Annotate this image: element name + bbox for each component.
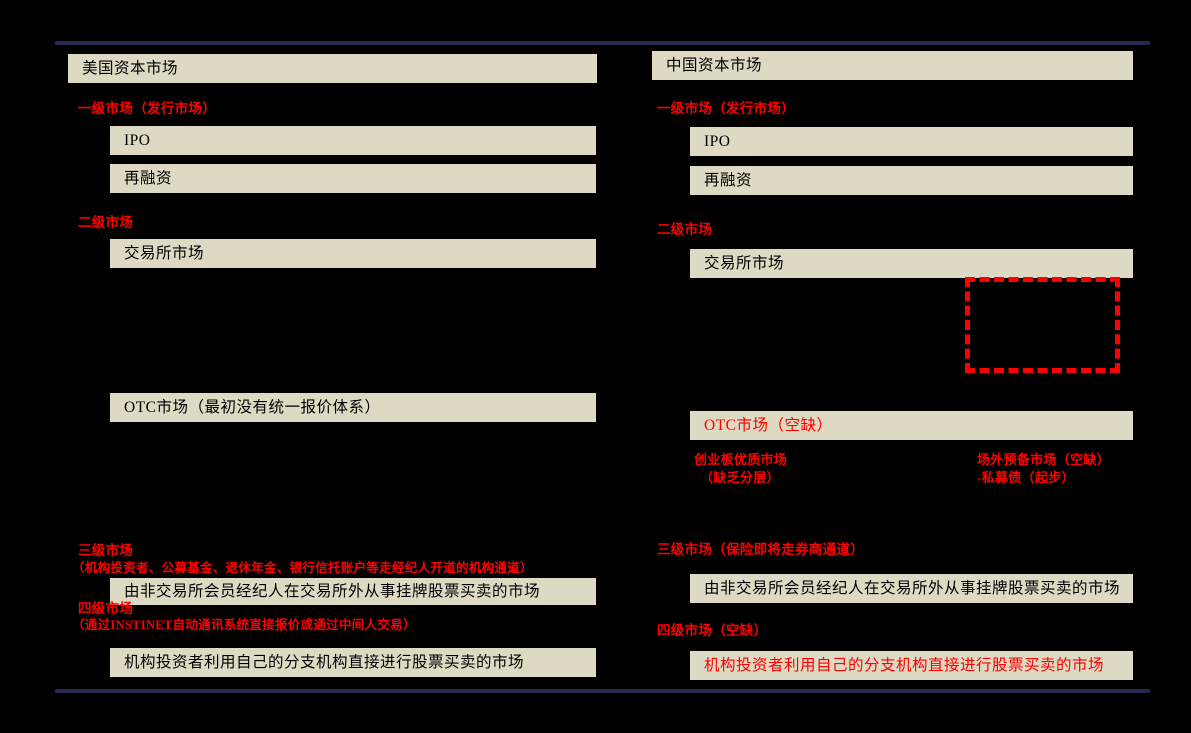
us-third-market-label: 三级市场: [78, 543, 134, 558]
cn-secondary-market-label: 二级市场: [657, 222, 713, 237]
us-third-market-sublabel: （机构投资者、公募基金、退休年金、银行信托账户等走经纪人开道的机构通道）: [72, 561, 533, 575]
us-column-header: 美国资本市场: [68, 54, 597, 83]
us-fourth-market-label: 四级市场: [78, 601, 134, 616]
us-third-market-box: 由非交易所会员经纪人在交易所外从事挂牌股票买卖的市场: [110, 578, 596, 605]
us-fourth-market-box: 机构投资者利用自己的分支机构直接进行股票买卖的市场: [110, 648, 596, 677]
cn-fourth-market-label: 四级市场（空缺）: [657, 623, 768, 638]
us-otc-market-box: OTC市场（最初没有统一报价体系）: [110, 393, 596, 422]
cn-third-market-box: 由非交易所会员经纪人在交易所外从事挂牌股票买卖的市场: [690, 574, 1133, 603]
cn-note-growth-board-line2: （缺乏分层）: [700, 470, 780, 485]
bottom-divider-rule: [55, 689, 1150, 693]
us-secondary-market-label: 二级市场: [78, 215, 134, 230]
cn-third-market-label: 三级市场（保险即将走券商通道）: [657, 542, 864, 557]
us-ipo-box: IPO: [110, 126, 596, 155]
cn-primary-market-label: 一级市场（发行市场）: [657, 101, 795, 116]
us-exchange-market-box: 交易所市场: [110, 239, 596, 268]
cn-column-header: 中国资本市场: [652, 51, 1133, 80]
cn-gap-callout-box: [965, 277, 1120, 373]
top-divider-rule: [55, 41, 1150, 45]
cn-exchange-market-box: 交易所市场: [690, 249, 1133, 278]
us-fourth-market-sublabel: （通过INSTINET自动通讯系统直接报价或通过中间人交易）: [72, 618, 416, 632]
cn-note-otc-reserve-line1: 场外预备市场（空缺）: [977, 452, 1111, 467]
cn-refinancing-box: 再融资: [690, 166, 1133, 195]
cn-otc-market-box: OTC市场（空缺）: [690, 411, 1133, 440]
us-refinancing-box: 再融资: [110, 164, 596, 193]
cn-ipo-box: IPO: [690, 127, 1133, 156]
cn-note-growth-board-line1: 创业板优质市场: [694, 452, 788, 467]
cn-note-private-bond-line2: -私募债（起步）: [977, 470, 1075, 485]
us-primary-market-label: 一级市场（发行市场）: [78, 101, 216, 116]
cn-fourth-market-box: 机构投资者利用自己的分支机构直接进行股票买卖的市场: [690, 651, 1133, 680]
